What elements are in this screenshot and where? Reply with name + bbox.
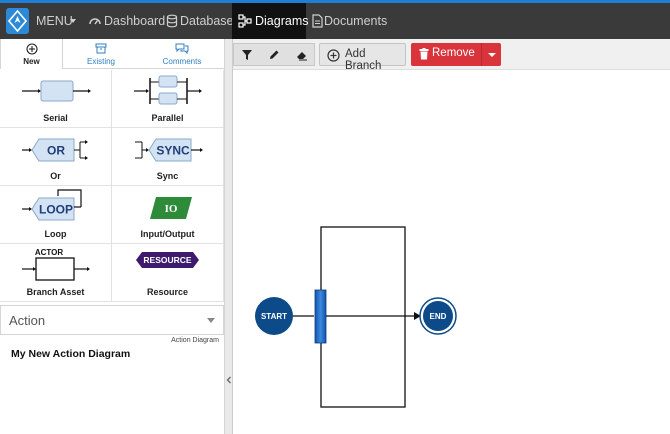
plus-circle-icon — [26, 43, 38, 55]
io-shape-text: IO — [165, 203, 178, 215]
chevron-down-icon — [488, 53, 496, 57]
nav-database[interactable]: Database — [165, 3, 234, 39]
io-shape-icon: IO — [150, 197, 192, 219]
diagram-name-title[interactable]: My New Action Diagram — [11, 348, 131, 360]
document-icon — [312, 14, 323, 28]
nav-diagrams-label: Diagrams — [255, 14, 309, 28]
branch-asset-shape-icon: ACTOR — [22, 248, 90, 281]
palette-sync-label: Sync — [156, 171, 179, 181]
tab-new-label: New — [23, 57, 40, 66]
dashboard-icon — [89, 18, 101, 25]
end-node-label: END — [430, 312, 447, 321]
top-accent-strip — [0, 0, 670, 3]
remove-dropdown-toggle[interactable] — [481, 43, 501, 66]
actor-shape-text: ACTOR — [35, 248, 64, 257]
diagram-svg: START END — [255, 226, 457, 408]
database-icon — [166, 14, 178, 28]
nav-diagrams[interactable]: Diagrams — [232, 3, 309, 39]
plus-circle-icon — [327, 49, 340, 62]
sync-bar[interactable] — [314, 289, 327, 344]
palette-input-output-label: Input/Output — [140, 229, 195, 239]
diamond-logo-icon — [7, 9, 28, 33]
diagram-icon — [238, 14, 252, 28]
menu-label: MENU — [36, 14, 73, 28]
tab-comments-label: Comments — [162, 57, 202, 66]
sync-shape-icon: SYNC — [135, 138, 203, 162]
eraser-icon[interactable] — [296, 49, 308, 61]
app-logo[interactable] — [6, 8, 29, 34]
nav-documents[interactable]: Documents — [308, 3, 387, 39]
or-shape-text: OR — [47, 144, 65, 158]
palette-or-label: Or — [50, 171, 61, 181]
tab-comments[interactable]: Comments — [139, 39, 225, 69]
arrowhead — [414, 312, 421, 320]
palette-branch-asset[interactable]: ACTOR Branch Asset — [0, 244, 112, 302]
action-type-select[interactable]: Action — [0, 305, 224, 335]
or-shape-icon: OR — [22, 138, 88, 162]
chevron-down-icon — [70, 19, 76, 23]
chevron-down-icon — [207, 318, 215, 323]
palette-branch-asset-label: Branch Asset — [26, 287, 85, 297]
start-node[interactable]: START — [255, 297, 293, 335]
palette-loop[interactable]: LOOP Loop — [0, 186, 112, 244]
chevron-left-icon[interactable] — [226, 373, 232, 387]
panel-splitter[interactable] — [225, 39, 233, 434]
pencil-icon[interactable] — [268, 49, 280, 61]
loop-shape-text: LOOP — [39, 203, 73, 217]
palette-serial-label: Serial — [43, 113, 68, 123]
add-branch-label: Add Branch — [345, 48, 382, 72]
diagram-toolbar: Add Branch Remove — [233, 39, 670, 72]
top-navbar: MENU Dashboard Database Diagrams — [0, 3, 670, 39]
diagram-type-label: Action Diagram — [171, 337, 219, 344]
tab-existing-label: Existing — [86, 57, 115, 66]
palette-serial[interactable]: Serial — [0, 70, 112, 128]
parallel-shape-icon — [134, 75, 202, 105]
filter-icon[interactable] — [241, 49, 253, 61]
palette-loop-label: Loop — [44, 229, 67, 239]
remove-button[interactable]: Remove — [411, 43, 481, 66]
action-select-value: Action — [9, 313, 46, 328]
tab-new[interactable]: New — [0, 39, 63, 69]
resource-shape-text: RESOURCE — [143, 255, 192, 265]
sidebar-tabs: New Existing Comments — [0, 39, 225, 69]
start-node-label: START — [261, 312, 287, 321]
loop-shape-icon: LOOP — [22, 189, 82, 221]
palette-resource[interactable]: RESOURCE Resource — [112, 244, 224, 302]
sync-shape-text: SYNC — [156, 144, 190, 158]
resource-shape-icon: RESOURCE — [136, 252, 199, 268]
sidebar-panel: New Existing Comments — [0, 39, 225, 434]
palette-sync[interactable]: SYNC Sync — [112, 128, 224, 186]
nav-dashboard[interactable]: Dashboard — [86, 3, 166, 39]
palette-parallel-label: Parallel — [151, 113, 184, 123]
add-branch-button[interactable]: Add Branch — [319, 43, 406, 72]
palette-parallel[interactable]: Parallel — [112, 70, 224, 128]
archive-icon — [95, 43, 107, 54]
nav-database-label: Database — [180, 14, 234, 28]
palette-resource-label: Resource — [146, 287, 189, 297]
comments-icon — [175, 43, 189, 54]
menu-dropdown[interactable]: MENU — [33, 3, 83, 39]
diagram-canvas[interactable]: START END — [233, 70, 670, 434]
tool-group — [233, 43, 315, 66]
serial-shape-icon — [22, 80, 91, 102]
shape-palette: Serial Parallel — [0, 70, 225, 306]
palette-or[interactable]: OR Or — [0, 128, 112, 186]
palette-input-output[interactable]: IO Input/Output — [112, 186, 224, 244]
end-node[interactable]: END — [419, 297, 457, 335]
nav-dashboard-label: Dashboard — [104, 14, 166, 28]
tab-existing[interactable]: Existing — [63, 39, 139, 69]
nav-documents-label: Documents — [324, 14, 388, 28]
remove-label: Remove — [432, 47, 475, 59]
branch-box[interactable] — [320, 226, 406, 408]
trash-icon — [419, 48, 429, 60]
